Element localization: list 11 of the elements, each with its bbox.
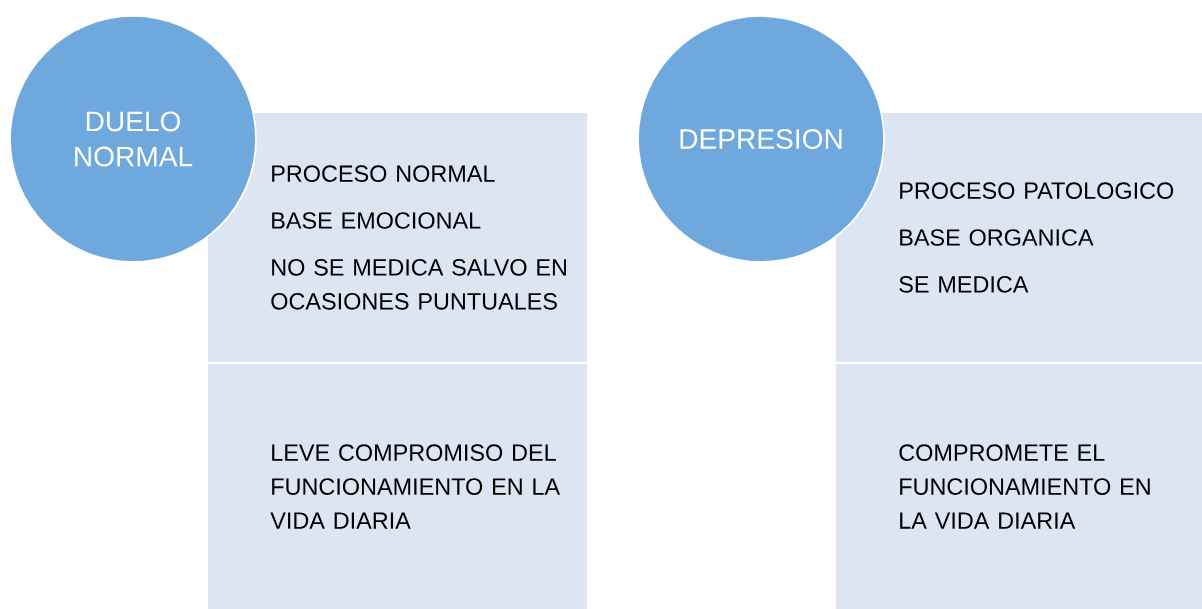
list-item: PROCESO PATOLOGICO [900, 182, 1174, 199]
text-panel [836, 364, 1202, 609]
text-panel [208, 364, 587, 609]
list-item: SE MEDICA [899, 276, 1029, 293]
list-item: NO SE MEDICA SALVO EN OCASIONES PUNTUALES [271, 259, 566, 310]
list-item: LEVE COMPROMISO DEL FUNCIONAMIENTO EN LA VIDA DIARIA [270, 444, 561, 529]
text-panel [208, 113, 587, 362]
list-item: PROCESO NORMAL [272, 165, 495, 182]
list-item: BASE EMOCIONAL [272, 212, 481, 229]
list-item: BASE ORGANICA [900, 229, 1094, 246]
list-item: COMPROMETE EL FUNCIONAMIENTO EN LA VIDA DIARIA [899, 444, 1150, 529]
